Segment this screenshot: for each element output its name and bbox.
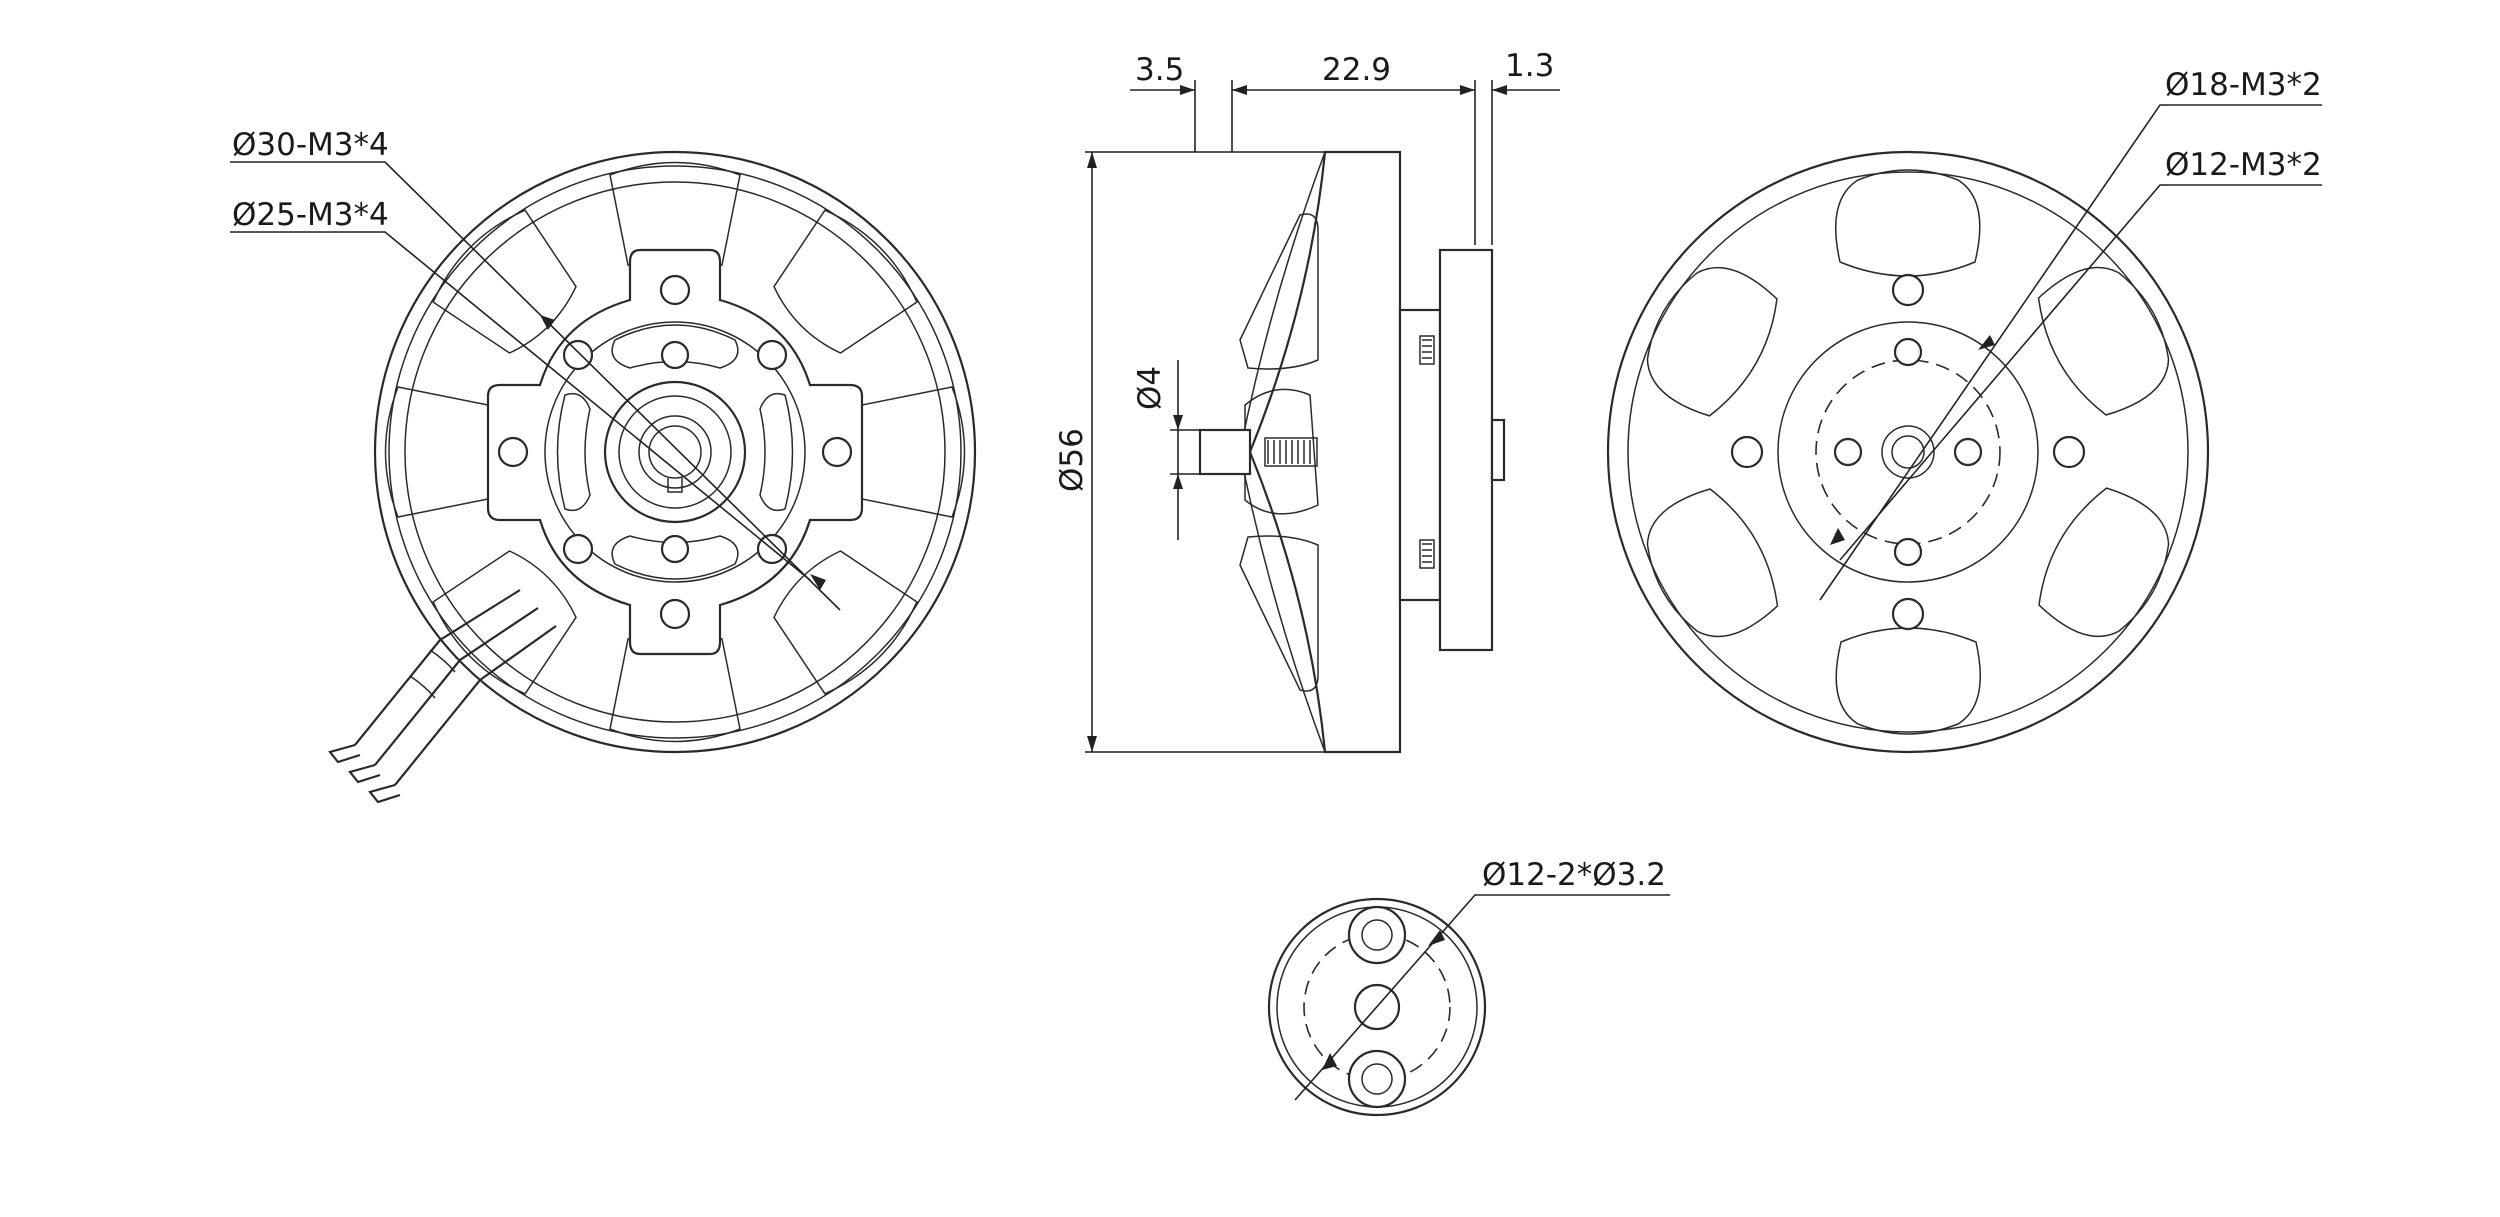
- side-view: [1085, 80, 1560, 754]
- label-front-pcd25: Ø25-M3*4: [232, 197, 389, 233]
- label-side-diameter: Ø56: [1054, 428, 1090, 492]
- label-adapter: Ø12-2*Ø3.2: [1482, 857, 1666, 893]
- side-dimensions: [1085, 80, 1560, 753]
- label-rear-pcd18: Ø18-M3*2: [2165, 67, 2322, 103]
- label-side-left: 3.5: [1135, 52, 1184, 88]
- adapter-leader: [1294, 894, 1670, 1101]
- front-view: [230, 150, 977, 804]
- rear-spoke-pockets: [1646, 169, 2170, 735]
- label-front-pcd30: Ø30-M3*4: [232, 127, 389, 163]
- label-side-body: 22.9: [1322, 52, 1391, 88]
- rear-leaders: [1819, 104, 2322, 601]
- label-side-shaft: Ø4: [1132, 366, 1168, 410]
- motor-wires: [328, 589, 557, 804]
- rear-view: [1606, 104, 2322, 754]
- front-leaders: [230, 161, 841, 611]
- adapter-view: [1267, 894, 1670, 1117]
- label-side-right: 1.3: [1505, 48, 1554, 84]
- front-spoke-pockets: [384, 161, 966, 743]
- label-rear-pcd12: Ø12-M3*2: [2165, 147, 2322, 183]
